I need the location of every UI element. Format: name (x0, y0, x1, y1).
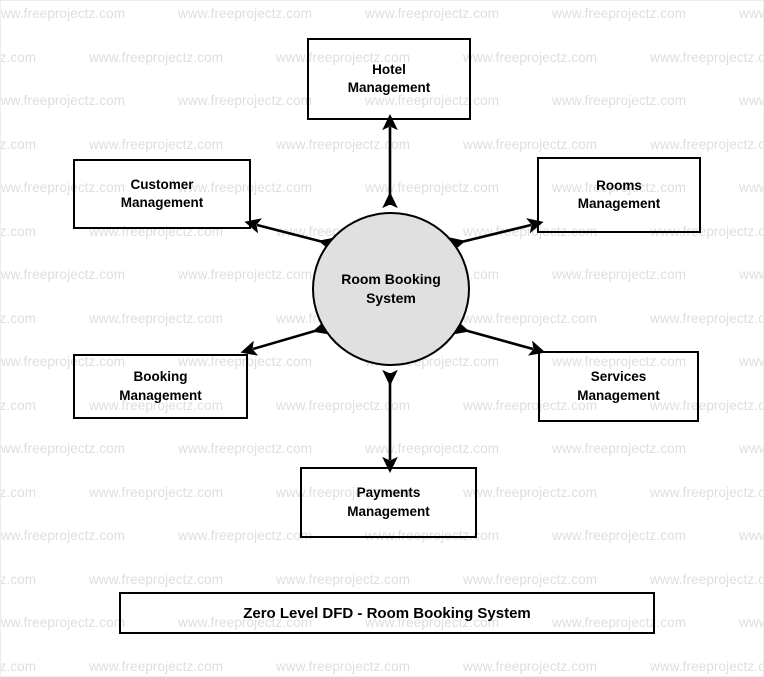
entity-label-rooms-management: Rooms Management (577, 177, 661, 211)
flow-arrow-services (451, 319, 546, 356)
entity-label-hotel-management: Hotel Management (347, 61, 431, 95)
diagram-caption-box: Zero Level DFD - Room Booking System (119, 592, 655, 634)
diagram-caption: Zero Level DFD - Room Booking System (243, 604, 531, 622)
flow-arrow-booking (240, 319, 331, 356)
flow-arrow-rooms (448, 218, 544, 253)
entity-rooms-management[interactable]: Rooms Management (537, 157, 701, 233)
entity-customer-management[interactable]: Customer Management (73, 159, 251, 229)
process-label: Room Booking System (341, 271, 441, 306)
entity-label-services-management: Services Management (577, 369, 660, 403)
entity-label-booking-management: Booking Management (119, 369, 202, 403)
entity-payments-management[interactable]: Payments Management (300, 467, 477, 538)
entity-services-management[interactable]: Services Management (538, 351, 699, 422)
process-room-booking-system[interactable]: Room Booking System (312, 212, 470, 366)
entity-hotel-management[interactable]: Hotel Management (307, 38, 471, 120)
entity-label-payments-management: Payments Management (347, 485, 430, 519)
flow-arrow-customer (244, 218, 336, 253)
entity-label-customer-management: Customer Management (120, 176, 204, 210)
entity-booking-management[interactable]: Booking Management (73, 354, 248, 419)
